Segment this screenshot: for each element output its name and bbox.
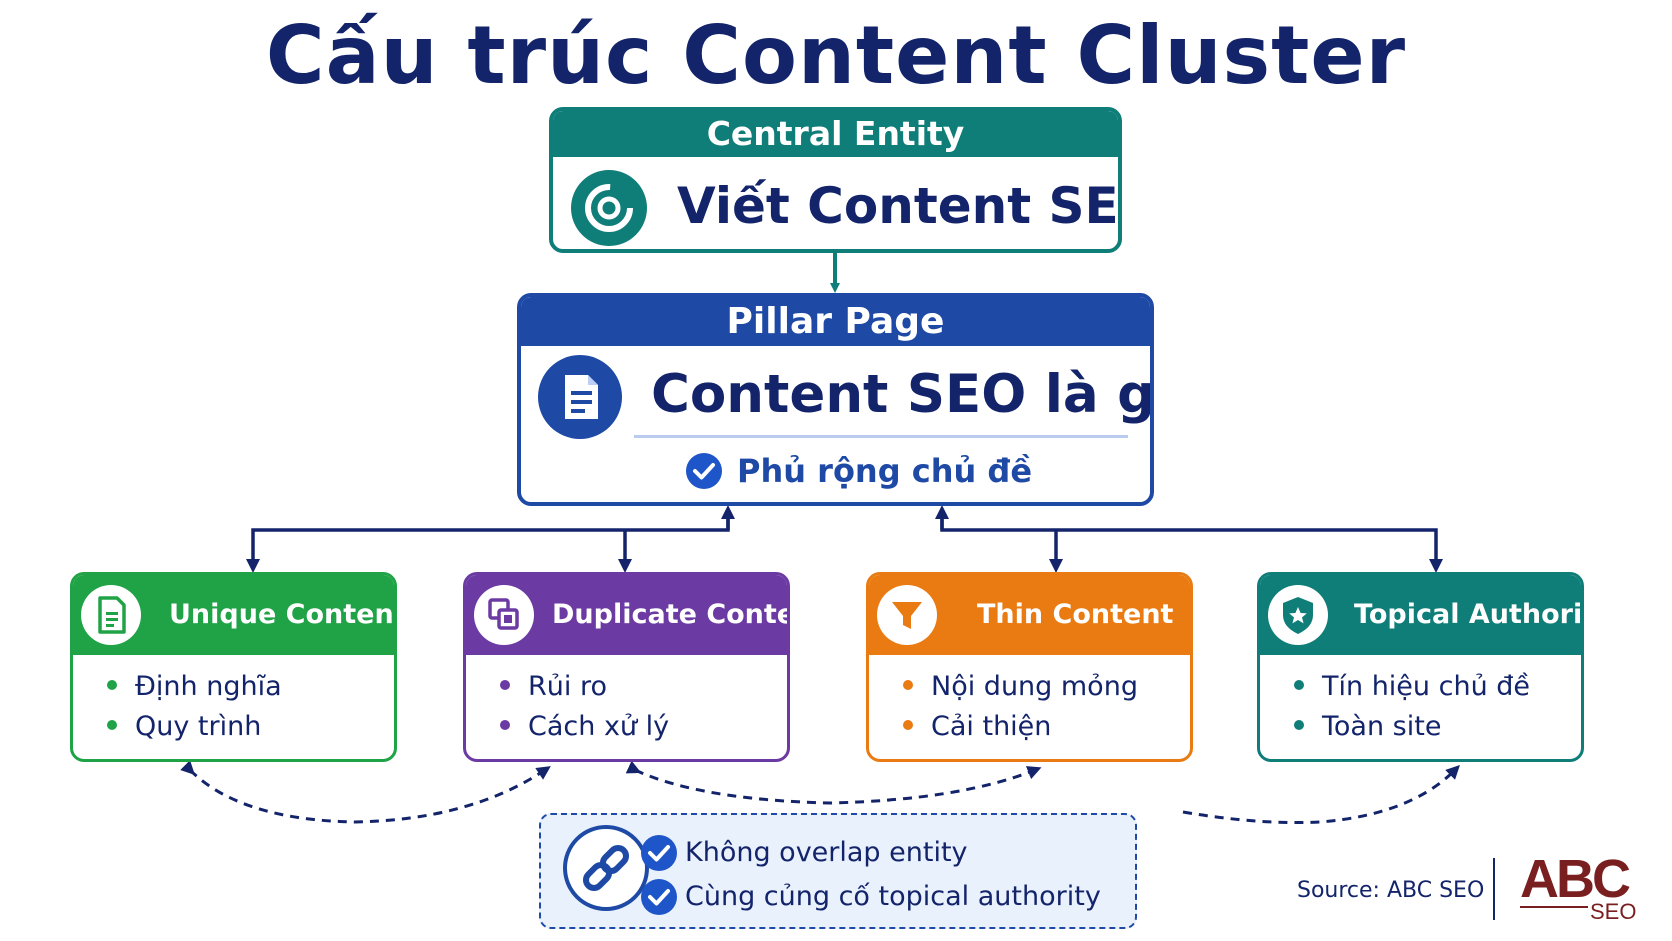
tree-left [246,515,730,573]
divider [1493,858,1495,920]
central-entity-box: Central Entity Viết Content SEO [549,107,1122,253]
pillar-page-note: Phủ rộng chủ đề [737,452,1033,490]
check-icon [641,879,677,915]
check-icon [686,453,722,489]
pillar-page-text: Content SEO là gì? [651,364,1154,425]
svg-text:ABC: ABC [1520,849,1630,909]
pillar-page-label: Pillar Page [521,297,1150,346]
info-point: Cùng củng cố topical authority [685,881,1101,912]
list-item: Rủi ro [500,667,669,707]
cluster-card-topical-authority: Topical Authority Tín hiệu chủ đề Toàn s… [1257,572,1584,762]
cluster-card-thin-content: Thin Content Nội dung mỏng Cải thiện [866,572,1193,762]
pillar-page-box: Pillar Page Content SEO là gì? Phủ rộng … [517,293,1154,506]
copy-icon [474,585,534,645]
link-icon [563,825,649,911]
document-icon [81,585,141,645]
cluster-card-title: Thin Content [869,575,1190,655]
check-icon [641,835,677,871]
list-item: Cải thiện [903,707,1138,747]
abc-seo-logo: ABC SEO [1518,845,1638,925]
list-item: Cách xử lý [500,707,669,747]
cluster-card-duplicate-content: Duplicate Content Rủi ro Cách xử lý [463,572,790,762]
list-item: Nội dung mỏng [903,667,1138,707]
central-entity-text: Viết Content SEO [677,177,1122,235]
pillar-divider [634,435,1128,438]
tree-right [940,515,1443,573]
interlink-info-box: Không overlap entity Cùng củng cố topica… [539,813,1137,929]
cluster-card-unique-content: Unique Content Định nghĩa Quy trình [70,572,397,762]
list-item: Tín hiệu chủ đề [1294,667,1530,707]
interlink-1 [180,760,551,824]
document-icon [538,355,622,439]
cluster-card-title: Unique Content [73,575,394,655]
source-credit: Source: ABC SEO [1297,878,1485,903]
page-title: Cấu trúc Content Cluster [265,9,1407,102]
list-item: Quy trình [107,707,282,747]
info-point: Không overlap entity [685,837,968,868]
list-item: Toàn site [1294,707,1530,747]
interlink-3 [1182,765,1460,825]
list-item: Định nghĩa [107,667,282,707]
svg-text:SEO: SEO [1590,899,1636,924]
interlink-2 [625,760,1042,805]
shield-star-icon [1268,585,1328,645]
target-icon [571,170,647,246]
funnel-icon [877,585,937,645]
central-entity-label: Central Entity [553,111,1118,157]
